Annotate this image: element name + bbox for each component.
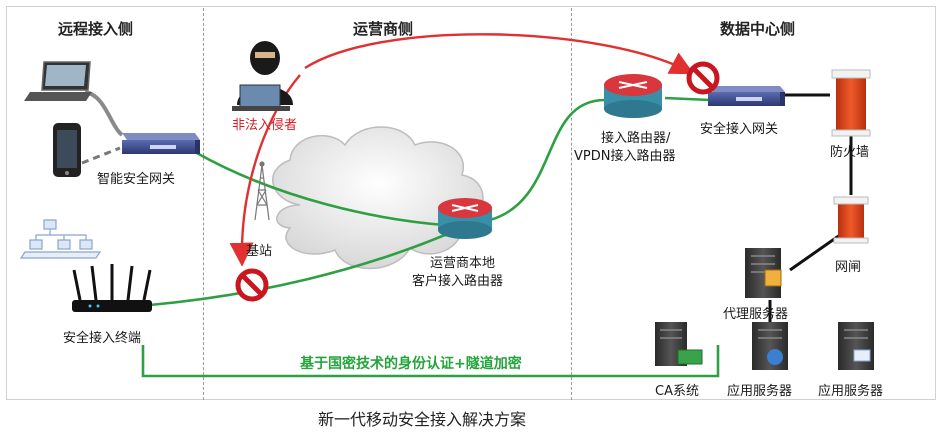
tunnel-bracket [141, 345, 720, 378]
network-topology-icon [19, 219, 102, 259]
laptop-icon [24, 61, 92, 101]
label-gatekeeper: 网闸 [835, 260, 862, 275]
label-intruder: 非法入侵者 [232, 118, 298, 133]
diagram-caption: 新一代移动安全接入解决方案 [318, 410, 527, 429]
label-smart-gateway: 智能安全网关 [97, 172, 176, 187]
label-access-router-line1: 接入路由器/ [601, 131, 671, 146]
proxy-server-icon [745, 248, 782, 298]
link-localrouter-accessrouter [489, 98, 606, 222]
label-firewall: 防火墙 [830, 145, 870, 160]
phone-icon [53, 123, 81, 177]
link-accessrouter-gateway [664, 96, 711, 102]
app-server-icon [838, 322, 874, 370]
label-secure-terminal: 安全接入终端 [63, 331, 142, 346]
attack-path-to-basestation [229, 74, 301, 267]
zone-heading-remote: 远程接入侧 [58, 20, 134, 38]
diagram-frame [6, 6, 936, 400]
attack-path-to-gateway [304, 33, 695, 75]
block-sign-icon [686, 61, 720, 95]
link-terminal-localrouter [149, 233, 446, 307]
cloud-icon [272, 126, 484, 270]
label-secure-gateway: 安全接入网关 [700, 122, 779, 137]
label-local-router-line1: 运营商本地 [430, 256, 496, 271]
zone-divider-left [203, 8, 204, 400]
dc-links [768, 93, 853, 322]
firewall-icon [831, 69, 871, 137]
label-app-server-2: 应用服务器 [818, 384, 884, 399]
link-smartgw-localrouter [194, 150, 446, 227]
hacker-icon [232, 41, 293, 111]
label-base-station: 基站 [246, 244, 273, 259]
app-server-icon [752, 322, 788, 370]
label-local-router-line2: 客户接入路由器 [412, 274, 504, 289]
link-proxy-gatekeeper [789, 233, 841, 272]
label-app-server-1: 应用服务器 [727, 384, 793, 399]
zone-divider-right [571, 8, 572, 400]
gatekeeper-icon [833, 196, 869, 244]
attack-paths [229, 33, 695, 267]
secure-gateway-icon [708, 86, 785, 106]
local-router-icon [438, 198, 492, 239]
link-laptop-gateway [84, 90, 124, 137]
label-proxy-server: 代理服务器 [723, 307, 789, 322]
access-router-icon [604, 74, 662, 118]
wireless-router-icon [72, 264, 152, 312]
tunnel-encryption-label: 基于国密技术的身份认证+隧道加密 [300, 356, 522, 372]
ca-system-icon [655, 322, 703, 366]
zone-heading-datacenter: 数据中心侧 [720, 20, 796, 38]
link-phone-gateway [81, 146, 121, 165]
green-links [141, 96, 720, 378]
base-station-icon [254, 161, 270, 221]
smart-gateway-icon [122, 133, 200, 154]
block-sign-icon [235, 268, 269, 302]
zone-heading-operator: 运营商侧 [353, 20, 414, 38]
label-access-router-line2: VPDN接入路由器 [574, 149, 676, 164]
label-ca-system: CA系统 [655, 384, 699, 399]
